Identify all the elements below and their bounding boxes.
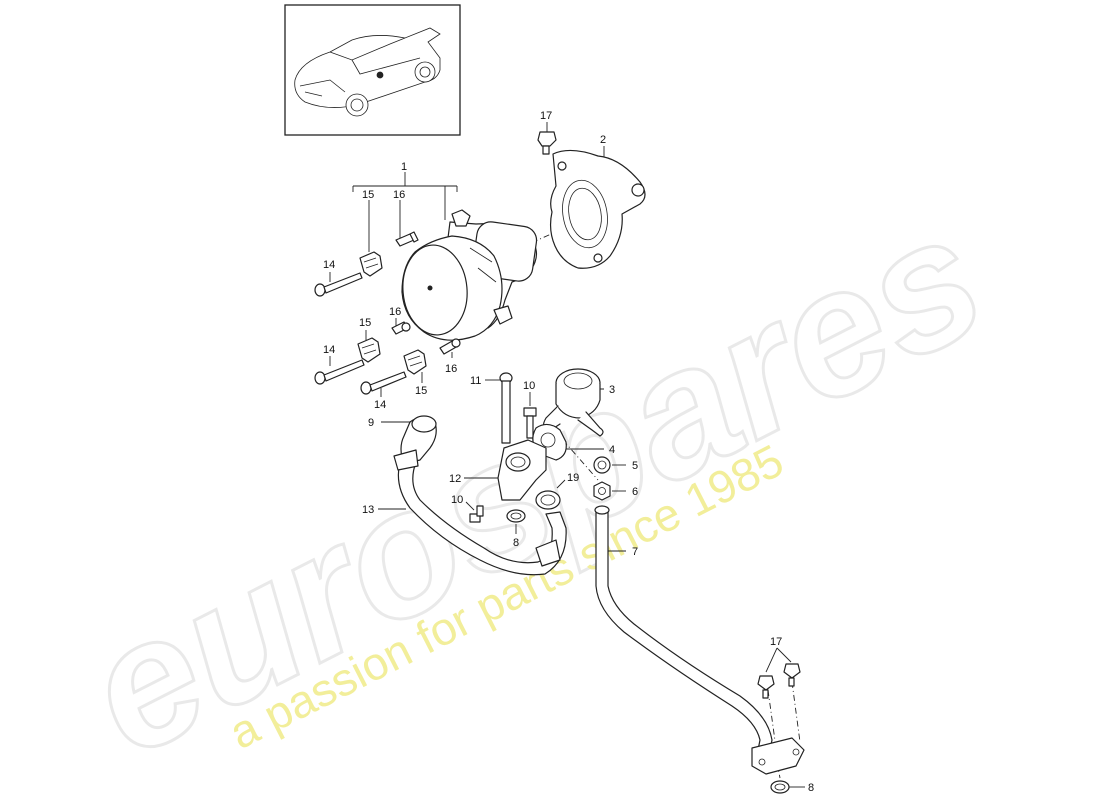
bolt-11 (499, 372, 513, 444)
callout-10-lower: 10 (451, 494, 463, 506)
callout-6: 6 (632, 486, 638, 498)
bolt-14-lower (360, 371, 407, 395)
nut-6 (593, 481, 611, 501)
bolt-17-bottom-left (757, 675, 775, 699)
bolt-17-top (537, 131, 557, 155)
watermark-brand: eurospares (56, 175, 1012, 795)
bolt-14-mid (314, 359, 365, 385)
bolt-14-upper (314, 272, 363, 297)
pin-16-lower (439, 338, 461, 355)
leader-lines (329, 122, 805, 788)
callout-17-top: 17 (540, 110, 552, 122)
callout-15-upper: 15 (362, 189, 374, 201)
callout-11: 11 (470, 375, 481, 387)
callout-13: 13 (362, 504, 374, 516)
callout-15-mid: 15 (359, 317, 371, 329)
callout-8-bottom: 8 (808, 782, 814, 794)
callout-3: 3 (609, 384, 615, 396)
callout-19: 19 (567, 472, 579, 484)
callout-14-lower: 14 (374, 399, 386, 411)
callout-10-upper: 10 (523, 380, 535, 392)
air-pump-1 (401, 209, 538, 341)
callout-1: 1 (401, 161, 407, 173)
callout-5: 5 (632, 460, 638, 472)
callout-15-lower: 15 (415, 385, 427, 397)
valve-3 (542, 368, 604, 437)
hose-13 (393, 449, 567, 576)
bolt-17-bottom-right (783, 663, 801, 687)
clamp-19 (535, 490, 561, 510)
clip-15-upper (359, 251, 383, 277)
callout-16-lower: 16 (445, 363, 457, 375)
callout-14-mid: 14 (323, 344, 335, 356)
callout-8-mid: 8 (513, 537, 519, 549)
callout-14-upper: 14 (323, 259, 335, 271)
watermark: eurospares a passion for parts since 198… (55, 174, 1014, 797)
callout-2: 2 (600, 134, 606, 146)
bolt-10-lower (469, 505, 484, 523)
callout-7: 7 (632, 546, 638, 558)
bolt-10-upper (523, 407, 537, 439)
callout-16-upper: 16 (393, 189, 405, 201)
callout-9: 9 (368, 417, 374, 429)
callout-12: 12 (449, 473, 461, 485)
car-thumbnail[interactable] (284, 4, 461, 136)
clip-15-lower (403, 349, 427, 375)
connector-12 (497, 439, 547, 501)
pipe-7 (594, 505, 805, 775)
callout-16-mid: 16 (389, 306, 401, 318)
callout-4: 4 (609, 444, 615, 456)
callout-17-bottom: 17 (770, 636, 782, 648)
callouts: 1 2 3 4 5 6 7 8 9 10 10 11 12 13 14 14 1… (323, 110, 814, 794)
car-thumbnail-icon (294, 27, 441, 117)
seal-8-bottom (770, 780, 790, 794)
bracket-2 (549, 149, 646, 269)
ring-5 (593, 456, 611, 474)
pin-16-mid (391, 321, 411, 335)
clip-15-mid (357, 337, 381, 363)
seal-8-mid (506, 509, 526, 523)
pin-16-upper (395, 231, 419, 247)
